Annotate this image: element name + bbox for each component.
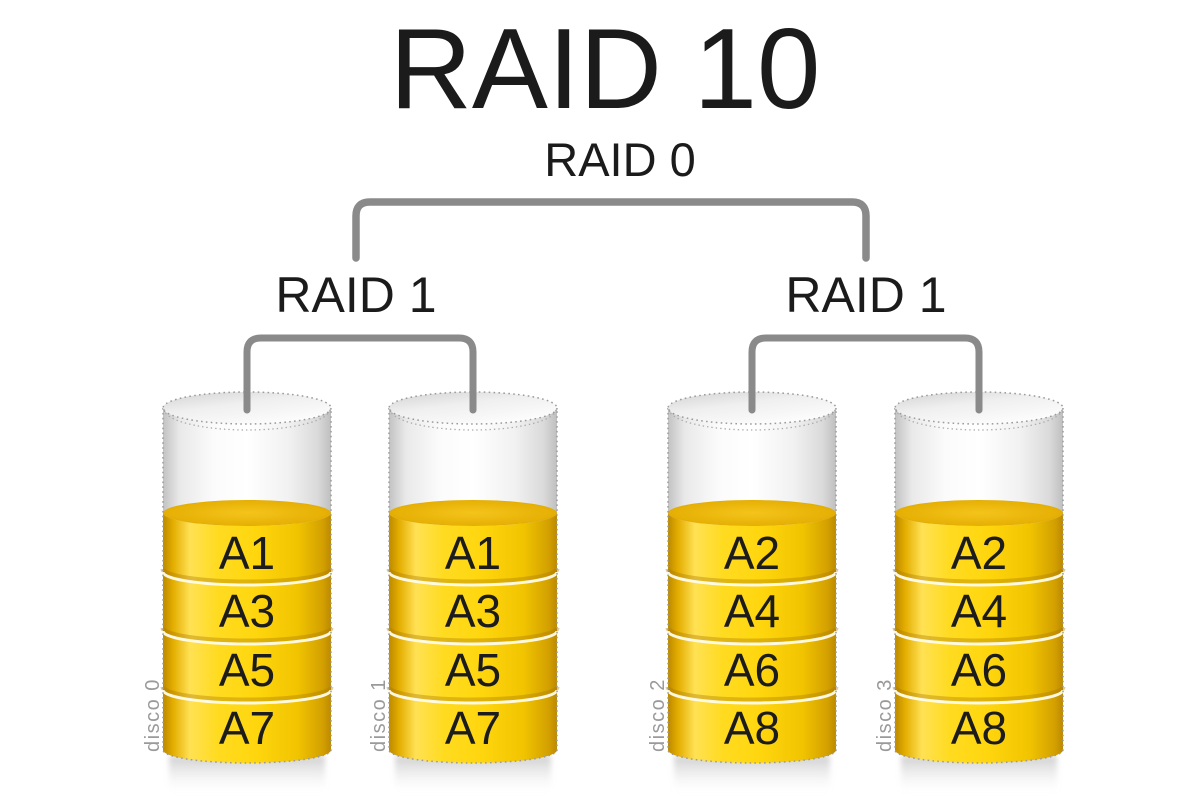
segment-seam-shadow <box>665 627 839 644</box>
cylinder-outline <box>894 408 1064 764</box>
block-label: A8 <box>724 702 780 754</box>
raid0-bracket-connector <box>352 198 870 262</box>
block-label: A1 <box>219 527 275 579</box>
segment-seam-shadow <box>386 627 560 644</box>
block-label: A1 <box>445 527 501 579</box>
block-label: A6 <box>951 644 1007 696</box>
cylinder-inner-lip <box>895 408 1063 431</box>
segment-seam-highlight <box>666 571 838 587</box>
segment-seam-highlight <box>161 630 333 646</box>
block-label: A3 <box>445 585 501 637</box>
disk-0: A1 A3 A5 A7 disco 0 <box>142 391 334 794</box>
segment-seam-highlight <box>387 571 559 587</box>
segment-seam-shadow <box>160 627 334 644</box>
segment-seam-shadow <box>892 686 1066 703</box>
segment-seam-highlight <box>387 630 559 646</box>
data-fill-top-surface <box>668 500 836 526</box>
segment-seam-shadow <box>160 568 334 585</box>
block-label: A7 <box>445 702 501 754</box>
disk-3: A2 A4 A6 A8 disco 3 <box>874 391 1066 794</box>
cylinder-inner-lip <box>668 408 836 431</box>
block-label: A2 <box>951 527 1007 579</box>
disk-name-label: disco 0 <box>142 678 164 752</box>
segment-seam-shadow <box>665 686 839 703</box>
data-fill-top-surface <box>389 500 557 526</box>
segment-seam-highlight <box>893 630 1065 646</box>
cylinder-inner-lip <box>389 408 557 431</box>
cylinder-outline <box>162 408 332 764</box>
data-fill-top-surface <box>895 500 1063 526</box>
segment-seam-shadow <box>665 568 839 585</box>
disk-1: A1 A3 A5 A7 disco 1 <box>368 391 560 794</box>
block-label: A5 <box>445 644 501 696</box>
segment-seam-shadow <box>386 568 560 585</box>
block-label: A2 <box>724 527 780 579</box>
raid1-right-label: RAID 1 <box>785 267 946 323</box>
raid1-left-label: RAID 1 <box>275 267 436 323</box>
segment-seam-highlight <box>387 689 559 705</box>
data-fill-top-surface <box>163 500 331 526</box>
block-label: A7 <box>219 702 275 754</box>
segment-seam-shadow <box>892 627 1066 644</box>
disk-2: A2 A4 A6 A8 disco 2 <box>647 391 839 794</box>
block-label: A4 <box>724 585 780 637</box>
raid1-right-bracket-connector <box>748 334 983 414</box>
segment-seam-highlight <box>893 571 1065 587</box>
segment-seam-highlight <box>161 689 333 705</box>
block-label: A8 <box>951 702 1007 754</box>
cylinder-inner-lip <box>163 408 331 431</box>
segment-seam-highlight <box>666 630 838 646</box>
disk-name-label: disco 2 <box>647 678 669 752</box>
segment-seam-highlight <box>893 689 1065 705</box>
segment-seam-shadow <box>386 686 560 703</box>
raid0-label: RAID 0 <box>544 133 696 186</box>
segment-seam-shadow <box>892 568 1066 585</box>
raid1-left-bracket-connector <box>243 334 477 414</box>
block-label: A3 <box>219 585 275 637</box>
cylinder-outline <box>388 408 558 764</box>
cylinder-outline <box>667 408 837 764</box>
disk-name-label: disco 3 <box>874 678 896 752</box>
block-label: A5 <box>219 644 275 696</box>
block-label: A4 <box>951 585 1007 637</box>
segment-seam-highlight <box>161 571 333 587</box>
block-label: A6 <box>724 644 780 696</box>
page-title: RAID 10 <box>390 6 821 133</box>
segment-seam-highlight <box>666 689 838 705</box>
segment-seam-shadow <box>160 686 334 703</box>
disk-name-label: disco 1 <box>368 678 390 752</box>
